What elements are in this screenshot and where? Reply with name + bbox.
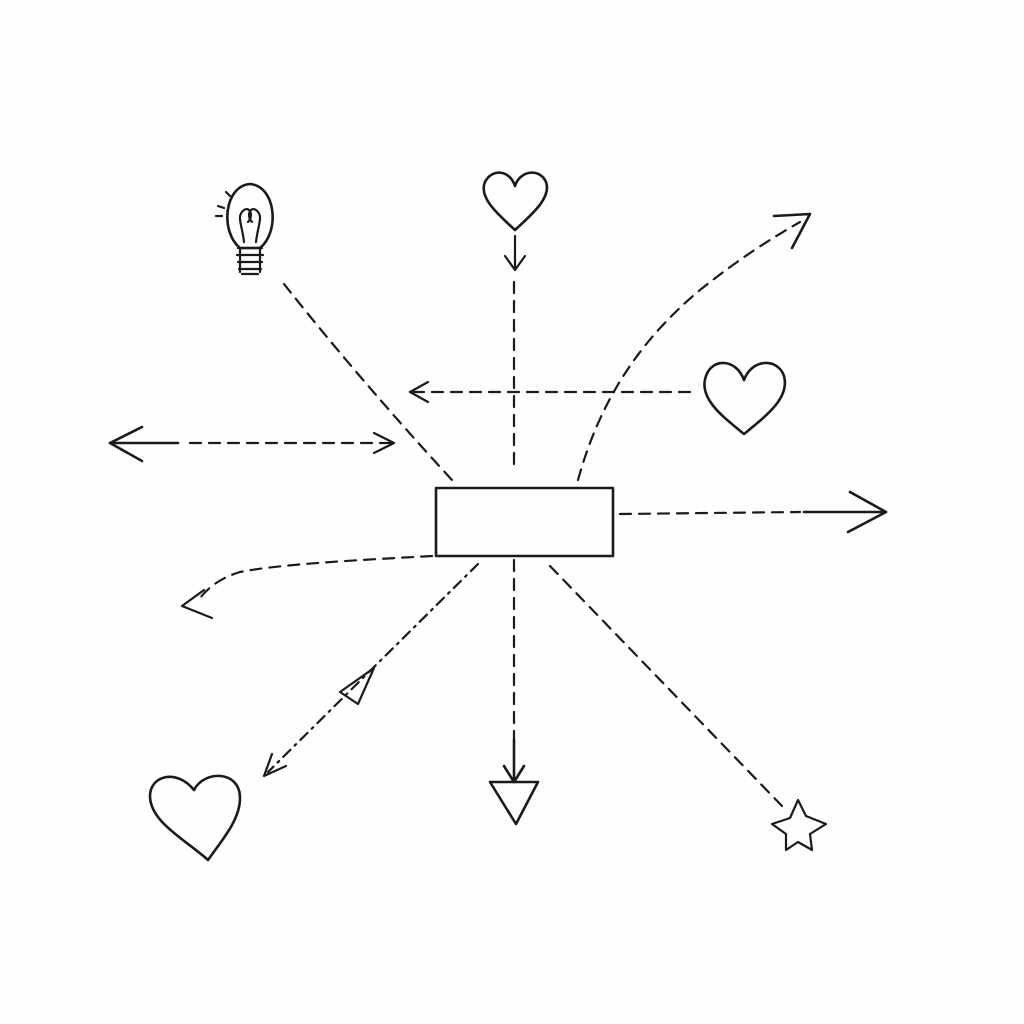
arrow-to-bottom-left-heart — [262, 562, 480, 778]
center-rectangle — [434, 486, 615, 558]
arrow-down-bottom — [488, 558, 540, 826]
star-icon — [770, 798, 828, 852]
arrow-top-right — [576, 212, 812, 482]
triangle-icon — [488, 780, 540, 826]
lightbulb-icon — [214, 182, 274, 276]
connector-to-star — [548, 564, 784, 808]
heart-top-icon — [482, 171, 549, 232]
heart-bottom-left-icon — [148, 774, 242, 862]
arrow-left-curved — [180, 554, 434, 620]
arrow-down-from-heart — [503, 234, 527, 272]
arrow-left-from-heart — [408, 380, 692, 404]
arrow-right — [618, 490, 888, 534]
heart-right-icon — [703, 361, 787, 436]
connector-lightbulb — [282, 282, 454, 482]
arrow-left-double — [108, 425, 396, 463]
dashed-line — [282, 282, 454, 482]
center-node — [434, 486, 615, 558]
